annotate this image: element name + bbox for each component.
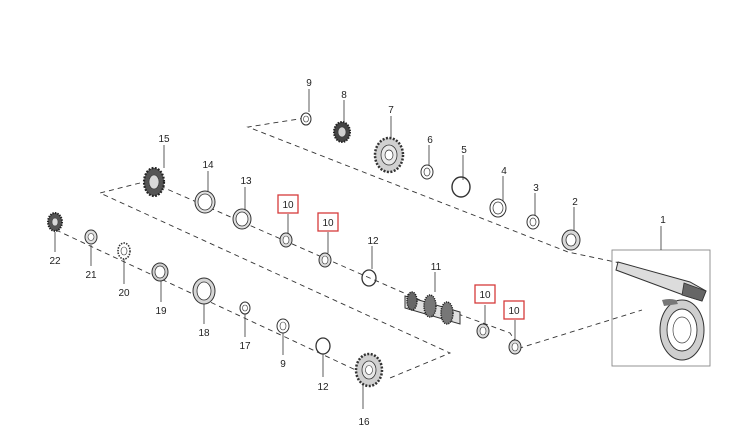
callout-20: 20 bbox=[118, 288, 130, 299]
part-6-ring bbox=[420, 145, 434, 180]
part-10d-needle-bearing bbox=[508, 320, 522, 355]
part-10c-needle-bearing bbox=[476, 305, 490, 339]
callout-16: 16 bbox=[358, 417, 370, 428]
callout-21: 21 bbox=[85, 270, 97, 281]
part-5-snap-ring bbox=[451, 155, 471, 198]
part-10b-needle-bearing bbox=[318, 232, 332, 268]
part-8-gear bbox=[333, 100, 351, 143]
part-15-gear bbox=[142, 145, 166, 198]
part-14-ring bbox=[194, 171, 216, 214]
part-3-ring bbox=[526, 193, 540, 230]
callout-box-10c bbox=[474, 284, 496, 304]
callout-2: 2 bbox=[572, 197, 578, 208]
part-20-lock-washer bbox=[117, 242, 131, 284]
part-2-bearing bbox=[561, 207, 581, 251]
callout-15: 15 bbox=[158, 134, 170, 145]
callout-10c: 10 bbox=[479, 290, 491, 301]
callout-10b: 10 bbox=[322, 218, 334, 229]
callout-18: 18 bbox=[198, 328, 210, 339]
part-9-washer-top bbox=[300, 89, 312, 126]
part-16-gear bbox=[354, 352, 384, 409]
callout-13: 13 bbox=[240, 176, 252, 187]
part-10a-needle-bearing bbox=[279, 214, 293, 248]
dashed-assembly-lines bbox=[55, 117, 643, 379]
callout-10a: 10 bbox=[282, 200, 294, 211]
callout-7: 7 bbox=[388, 105, 394, 116]
part-21-washer bbox=[84, 229, 98, 266]
callout-12-upper: 12 bbox=[367, 236, 379, 247]
callout-8: 8 bbox=[341, 90, 347, 101]
part-17-ring bbox=[239, 301, 251, 337]
callout-14: 14 bbox=[202, 160, 214, 171]
callout-labels: 1 2 3 4 5 6 7 8 9 10 10 10 10 11 12 12 1… bbox=[49, 78, 666, 428]
callout-box-10d bbox=[503, 300, 525, 320]
callout-3: 3 bbox=[533, 183, 539, 194]
part-19-bearing bbox=[151, 262, 169, 302]
callout-11: 11 bbox=[431, 262, 442, 273]
part-9-washer-bottom bbox=[276, 318, 290, 355]
callout-box-10b bbox=[317, 212, 339, 232]
callout-17: 17 bbox=[239, 341, 251, 352]
part-13-ring bbox=[232, 187, 252, 230]
callout-1: 1 bbox=[660, 215, 666, 226]
callout-5: 5 bbox=[461, 145, 467, 156]
part-7-gear bbox=[373, 116, 405, 174]
part-1-shaft-ring-gear bbox=[611, 226, 711, 367]
part-12-snap-ring-lower bbox=[315, 337, 331, 377]
part-4-ring bbox=[489, 176, 507, 218]
part-11-splined-shaft bbox=[404, 272, 461, 325]
callout-9-bottom: 9 bbox=[280, 359, 286, 370]
callout-19: 19 bbox=[155, 306, 167, 317]
callout-4: 4 bbox=[501, 166, 507, 177]
callout-12-lower: 12 bbox=[317, 382, 329, 393]
part-12-snap-ring-upper bbox=[361, 246, 377, 287]
callout-9-top: 9 bbox=[306, 78, 312, 89]
part-18-bearing-cup bbox=[192, 277, 216, 324]
part-22-gear bbox=[47, 212, 63, 252]
callout-10d: 10 bbox=[508, 306, 520, 317]
callout-box-10a bbox=[277, 194, 299, 214]
callout-22: 22 bbox=[49, 256, 61, 267]
callout-6: 6 bbox=[427, 135, 433, 146]
